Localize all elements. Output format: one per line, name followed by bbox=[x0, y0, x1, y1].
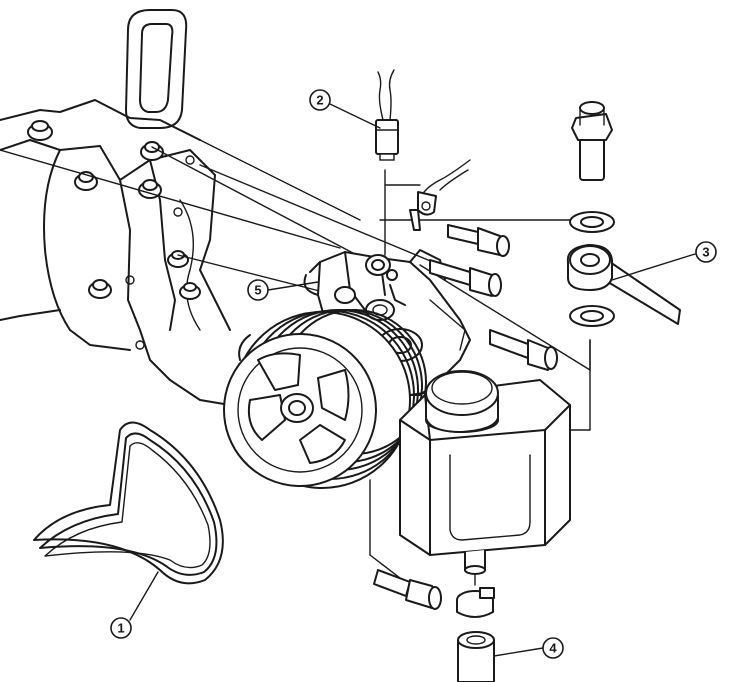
drive-belt bbox=[33, 421, 224, 585]
washer-upper bbox=[569, 211, 615, 233]
callout-1: 1 bbox=[110, 617, 132, 639]
callout-2-label: 2 bbox=[316, 93, 323, 108]
assembly-guide-lines bbox=[0, 139, 591, 586]
engine-bracket bbox=[0, 9, 231, 406]
return-hose bbox=[457, 631, 495, 682]
bolt-mid bbox=[429, 259, 502, 297]
callout-1-label: 1 bbox=[117, 621, 124, 636]
ground-wire-terminal bbox=[409, 159, 471, 231]
callout-5-label: 5 bbox=[254, 283, 261, 298]
washer-lower bbox=[569, 305, 615, 327]
callout-4: 4 bbox=[542, 637, 564, 659]
callout-leaders bbox=[129, 103, 696, 657]
pressure-hose-banjo bbox=[566, 244, 681, 325]
hose-clamp bbox=[456, 587, 495, 618]
callout-5: 5 bbox=[247, 279, 269, 301]
block-bolt bbox=[179, 282, 201, 300]
block-bolt bbox=[138, 179, 162, 199]
callout-3-label: 3 bbox=[702, 245, 709, 260]
pump-pulley bbox=[223, 309, 427, 489]
callout-2: 2 bbox=[309, 89, 331, 111]
bolt-lower bbox=[489, 329, 558, 371]
union-bolt bbox=[571, 101, 613, 181]
pressure-switch-connector bbox=[375, 69, 399, 161]
block-bolt bbox=[167, 250, 189, 268]
bolt-top bbox=[447, 224, 510, 257]
callout-4-label: 4 bbox=[549, 641, 557, 656]
fluid-reservoir bbox=[399, 370, 571, 575]
block-bolt bbox=[88, 279, 112, 299]
callout-3: 3 bbox=[695, 241, 717, 263]
bolt-bottom bbox=[373, 569, 442, 610]
block-bolt bbox=[27, 120, 53, 141]
